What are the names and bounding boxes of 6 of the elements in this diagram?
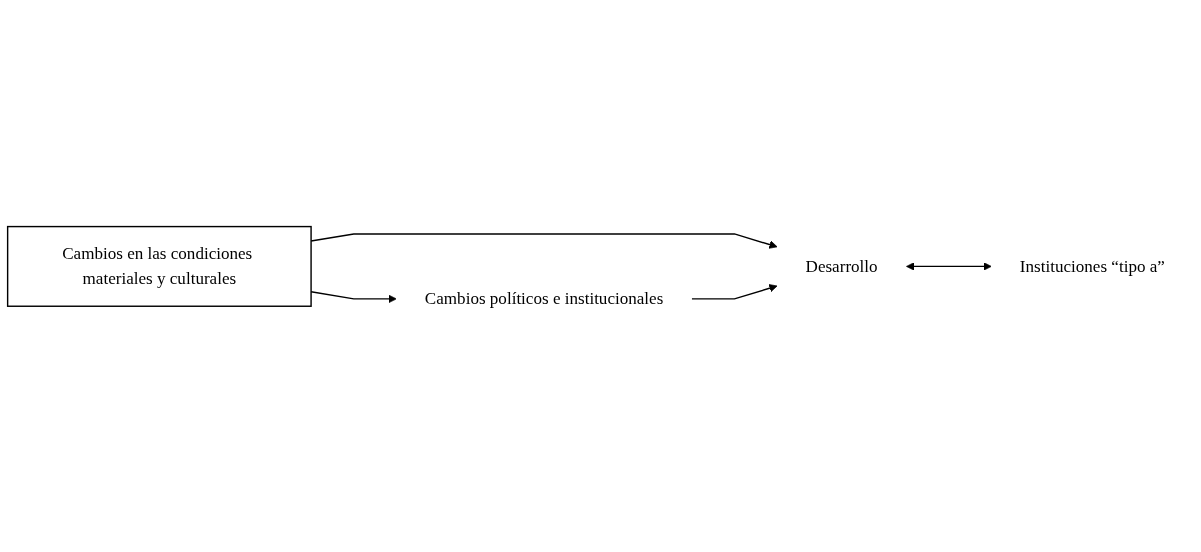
node-text: Instituciones “tipo a” [1019, 256, 1165, 276]
node-text: Desarrollo [805, 256, 878, 276]
node-box: Cambios en las condiciones materiales y culturales [6, 225, 312, 307]
arrow [691, 283, 778, 300]
arrow [906, 262, 992, 271]
node-text: Cambios políticos e institucionales [424, 288, 664, 308]
